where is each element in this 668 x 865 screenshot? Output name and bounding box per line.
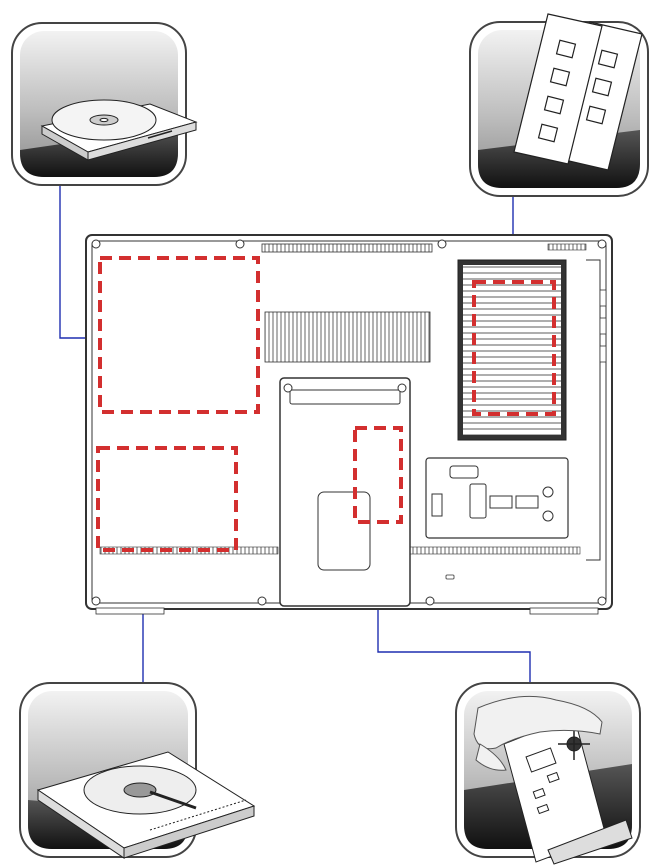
callout-hard-disk-drive xyxy=(19,682,256,859)
screw xyxy=(235,239,245,249)
wlan-slot-highlight xyxy=(353,426,403,524)
chassis-rear xyxy=(85,234,613,615)
screw xyxy=(257,596,267,606)
hdd-bay-highlight xyxy=(96,446,238,552)
screw xyxy=(597,239,607,249)
stand-handle xyxy=(317,491,371,571)
audio-jack xyxy=(542,486,554,498)
lan-port xyxy=(515,495,539,509)
screw xyxy=(283,383,293,393)
top-vent xyxy=(261,243,433,253)
right-top-vent xyxy=(547,243,587,251)
optical-drive-bay-highlight xyxy=(98,256,260,414)
stand-foot-left xyxy=(95,607,165,615)
dvi-port xyxy=(469,483,487,519)
hard-disk-drive-icon xyxy=(36,751,256,859)
power-jack xyxy=(542,510,554,522)
screw xyxy=(91,239,101,249)
screw xyxy=(437,239,447,249)
bottom-vent-right xyxy=(409,546,581,555)
stand-foot-right xyxy=(529,607,599,615)
optical-drive-icon xyxy=(40,99,198,161)
lock-slot xyxy=(445,574,455,580)
screw xyxy=(425,596,435,606)
memory-grill xyxy=(463,265,561,435)
hand-icon xyxy=(473,695,603,771)
side-button-3 xyxy=(599,345,607,363)
callout-optical-drive xyxy=(11,22,198,186)
screws xyxy=(91,239,607,606)
wireless-card-icon xyxy=(503,715,633,865)
usb-port-2 xyxy=(489,495,513,509)
screw xyxy=(397,383,407,393)
side-panel xyxy=(586,259,601,561)
callout-memory-modules xyxy=(469,13,649,197)
stand-top-plate xyxy=(289,389,401,405)
side-button-1 xyxy=(599,289,607,307)
memory-module-icon xyxy=(513,13,643,171)
side-button-2 xyxy=(599,317,607,335)
callout-wireless-lan-card xyxy=(455,682,641,865)
screw xyxy=(91,596,101,606)
highlight-regions xyxy=(96,256,556,552)
usb-port-1 xyxy=(431,493,443,517)
cooling-fins xyxy=(264,311,431,363)
vga-port xyxy=(449,465,479,479)
memory-slot-highlight xyxy=(472,280,556,416)
screw xyxy=(597,596,607,606)
